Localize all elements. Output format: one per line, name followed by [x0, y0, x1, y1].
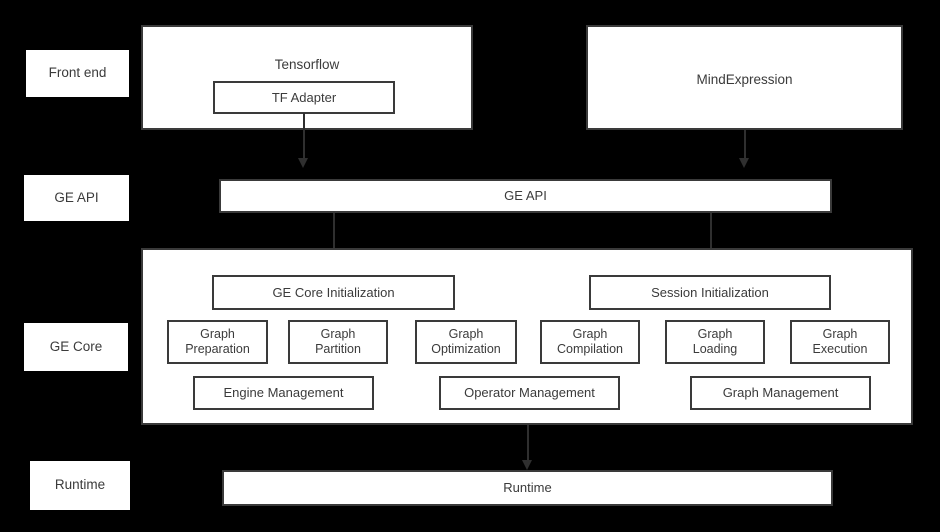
- module-box-graph-execution: Graph Execution: [790, 320, 890, 364]
- ge-api-bar-label: GE API: [504, 188, 547, 204]
- management-label-operator: Operator Management: [464, 385, 595, 401]
- tf-adapter-label: TF Adapter: [271, 89, 337, 105]
- module-box-graph-loading: Graph Loading: [665, 320, 765, 364]
- module-label-graph-optimization: Graph Optimization: [431, 326, 501, 356]
- layer-label-ge-api-text: GE API: [54, 189, 99, 205]
- arrow-head-ge-core-to-runtime: [522, 460, 532, 470]
- management-label-engine: Engine Management: [223, 385, 344, 401]
- module-box-graph-partition: Graph Partition: [288, 320, 388, 364]
- layer-label-runtime-text: Runtime: [54, 477, 106, 493]
- module-label-graph-execution: Graph Execution: [812, 326, 868, 356]
- layer-label-runtime: Runtime: [30, 461, 130, 510]
- connector-ge-api-to-session-init: [710, 213, 712, 258]
- mindexpression-container: MindExpression: [586, 25, 903, 130]
- ge-api-bar: GE API: [219, 179, 832, 213]
- arrow-head-mindexpression-to-ge-api: [739, 158, 749, 168]
- module-label-graph-preparation: Graph Preparation: [185, 326, 250, 356]
- module-box-graph-preparation: Graph Preparation: [167, 320, 268, 364]
- connector-tf-adapter-to-ge-api: [303, 113, 305, 162]
- session-initialization-box: Session Initialization: [589, 275, 831, 310]
- arrow-head-tf-adapter-to-ge-api: [298, 158, 308, 168]
- mindexpression-title: MindExpression: [696, 72, 793, 87]
- module-box-graph-compilation: Graph Compilation: [540, 320, 640, 364]
- layer-label-front-end-text: Front end: [48, 65, 107, 81]
- management-box-operator: Operator Management: [439, 376, 620, 410]
- connector-ge-api-to-ge-core-init: [333, 213, 335, 258]
- session-initialization-label: Session Initialization: [651, 284, 769, 300]
- ge-core-initialization-label: GE Core Initialization: [272, 284, 395, 300]
- connector-ge-core-to-runtime: [527, 425, 529, 463]
- ge-core-initialization-box: GE Core Initialization: [212, 275, 455, 310]
- module-box-graph-optimization: Graph Optimization: [415, 320, 517, 364]
- tf-adapter-box: TF Adapter: [213, 81, 395, 114]
- module-label-graph-compilation: Graph Compilation: [556, 326, 623, 356]
- runtime-bar-label: Runtime: [503, 480, 552, 496]
- layer-label-ge-api: GE API: [24, 175, 129, 221]
- module-label-graph-partition: Graph Partition: [315, 326, 361, 356]
- layer-label-front-end: Front end: [26, 50, 129, 97]
- connector-mindexpression-to-ge-api: [744, 130, 746, 162]
- layer-label-ge-core-text: GE Core: [49, 338, 103, 354]
- management-box-engine: Engine Management: [193, 376, 374, 410]
- layer-label-ge-core: GE Core: [24, 323, 128, 371]
- tensorflow-container: Tensorflow: [141, 25, 473, 130]
- module-label-graph-loading: Graph Loading: [692, 326, 738, 356]
- tensorflow-title: Tensorflow: [274, 57, 340, 72]
- management-label-graph: Graph Management: [722, 385, 839, 401]
- management-box-graph: Graph Management: [690, 376, 871, 410]
- runtime-bar: Runtime: [222, 470, 833, 506]
